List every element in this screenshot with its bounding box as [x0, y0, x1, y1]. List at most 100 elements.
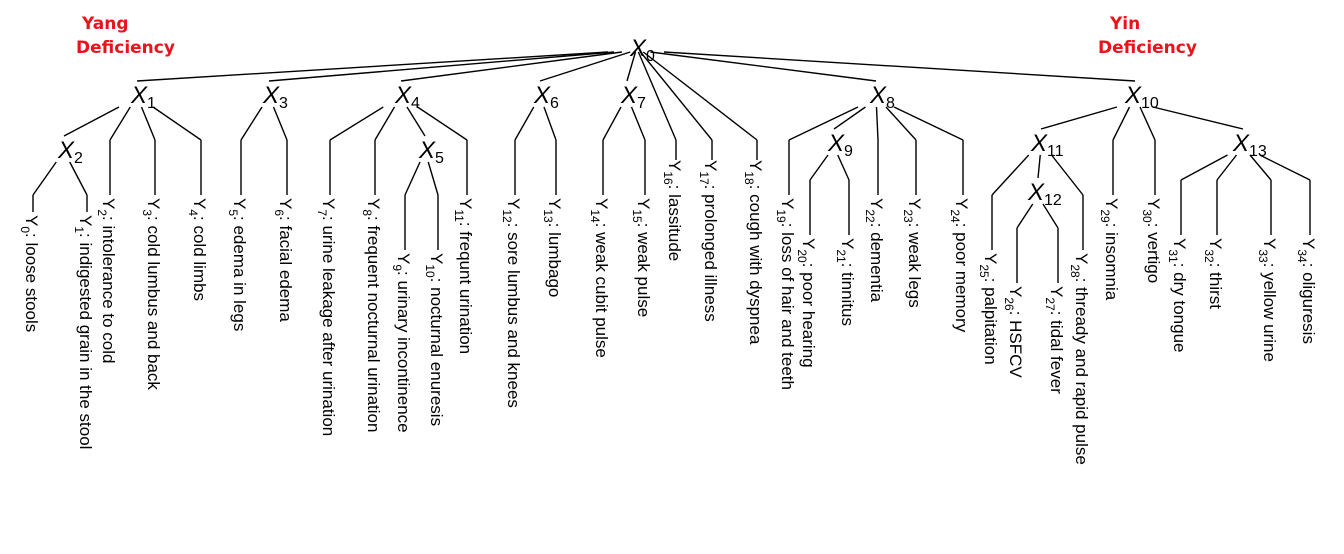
- edge-X8-Y19: [788, 106, 859, 141]
- symptom-Y3: Y3: cold lumbus and back: [140, 198, 163, 390]
- symptom-Y24: Y24: poor memory: [948, 198, 971, 333]
- edge-X0-X8: [650, 51, 877, 82]
- symptom-Y14: Y14: weak cubit pulse: [588, 198, 611, 358]
- latent-node-X11: X11: [1030, 130, 1064, 160]
- symptom-Y4: Y4: cold limbs: [186, 198, 209, 301]
- svg-text:Y11: frequnt urination: Y11: frequnt urination: [452, 198, 475, 354]
- edge-X5-Y9: [404, 161, 421, 196]
- symptom-Y15: Y15: weak pulse: [630, 198, 653, 317]
- svg-text:Y22: dementia: Y22: dementia: [863, 198, 886, 303]
- latent-node-X4: X4: [394, 82, 420, 112]
- latent-node-X1: X1: [130, 82, 156, 112]
- yin-deficiency-label: Yin Deficiency: [1098, 12, 1197, 60]
- symptom-Y32: Y32: thirst: [1202, 238, 1225, 309]
- symptom-Y5: Y5: edema in legs: [226, 198, 249, 331]
- latent-node-X9: X9: [827, 130, 853, 160]
- edge-X13-Y32: [1216, 154, 1238, 181]
- latent-node-X5: X5: [418, 137, 444, 167]
- edge-X9-Y20: [809, 154, 829, 181]
- svg-text:Y6: facial edema: Y6: facial edema: [272, 198, 295, 322]
- yang-deficiency-label: Yang Deficiency: [76, 12, 175, 60]
- edge-X10-X13: [1152, 106, 1244, 130]
- svg-text:Y25: palpitation: Y25: palpitation: [977, 253, 1000, 365]
- symptom-Y25: Y25: palpitation: [977, 253, 1000, 365]
- edge-X13-Y33: [1249, 154, 1272, 181]
- edge-X8-Y23: [885, 106, 917, 141]
- svg-text:Y33: yellow urine: Y33: yellow urine: [1256, 238, 1279, 362]
- edge-X7-Y14: [602, 106, 622, 141]
- symptom-Y34: Y34: oliguresis: [1295, 238, 1318, 344]
- svg-text:Y23: weak legs: Y23: weak legs: [901, 198, 924, 308]
- symptom-Y29: Y29: insomnia: [1098, 198, 1121, 301]
- edge-X12-Y26: [1016, 203, 1034, 229]
- symptom-Y23: Y23: weak legs: [901, 198, 924, 308]
- edge-X0-X4: [400, 51, 622, 82]
- svg-text:Y18: cough with dyspnea: Y18: cough with dyspnea: [742, 160, 765, 345]
- svg-text:Y28: thready and rapid pulse: Y28: thready and rapid pulse: [1068, 253, 1091, 465]
- svg-text:Y19: loss of hair and teeth: Y19: loss of hair and teeth: [774, 198, 797, 390]
- edge-X10-Y29: [1112, 106, 1131, 141]
- edge-X4-Y7: [329, 106, 384, 141]
- edge-X6-Y12: [514, 106, 535, 141]
- edge-X13-Y31: [1180, 154, 1228, 181]
- svg-text:Y27: tidal fever: Y27: tidal fever: [1043, 286, 1066, 394]
- latent-node-X6: X6: [533, 82, 559, 112]
- edge-X4-Y11: [417, 106, 468, 141]
- edges: [32, 51, 1311, 283]
- symptom-Y11: Y11: frequnt urination: [452, 198, 475, 354]
- symptom-Y6: Y6: facial edema: [272, 198, 295, 322]
- yin-label-line-1: Yin: [1110, 14, 1141, 34]
- svg-text:Y8: frequent nocturnal urinati: Y8: frequent nocturnal urination: [360, 198, 383, 432]
- edge-X8-X9: [833, 106, 866, 130]
- edge-X11-X12: [1037, 154, 1041, 179]
- symptom-Y13: Y13: lumbago: [541, 198, 564, 297]
- edge-X0-X1: [136, 51, 609, 82]
- edge-X13-Y34: [1259, 154, 1311, 181]
- symptom-Y26: Y26: HSFCV: [1002, 286, 1025, 378]
- edge-X12-Y27: [1042, 203, 1059, 229]
- svg-text:Y15: weak pulse: Y15: weak pulse: [630, 198, 653, 317]
- svg-text:Y17: prolonged illness: Y17: prolonged illness: [697, 160, 720, 322]
- symptom-Y30: Y30: vertigo: [1140, 198, 1163, 283]
- edge-X2-Y0: [32, 161, 57, 196]
- svg-text:Y20: poor hearing: Y20: poor hearing: [795, 238, 818, 368]
- svg-text:Y14: weak cubit pulse: Y14: weak cubit pulse: [588, 198, 611, 358]
- edge-X2-Y1: [69, 161, 88, 196]
- edge-X11-Y28: [1050, 154, 1084, 196]
- latent-node-X3: X3: [262, 82, 288, 112]
- svg-text:Y4: cold limbs: Y4: cold limbs: [186, 198, 209, 301]
- symptom-Y21: Y21: tinnitus: [834, 238, 857, 326]
- svg-text:Y7: urine leakage after urinat: Y7: urine leakage after urination: [315, 198, 338, 436]
- edge-X1-Y4: [152, 106, 202, 141]
- svg-text:Y9: urinary incontinence: Y9: urinary incontinence: [390, 253, 413, 433]
- symptom-Y28: Y28: thready and rapid pulse: [1068, 253, 1091, 465]
- svg-text:Y32: thirst: Y32: thirst: [1202, 238, 1225, 309]
- latent-node-X13: X13: [1232, 130, 1267, 160]
- symptom-Y17: Y17: prolonged illness: [697, 160, 720, 322]
- edge-X8-Y22: [875, 106, 879, 141]
- svg-text:Y34: oliguresis: Y34: oliguresis: [1295, 238, 1318, 344]
- edge-X10-X11: [1040, 106, 1118, 130]
- latent-node-X0: X0: [629, 35, 655, 65]
- symptom-Y7: Y7: urine leakage after urination: [315, 198, 338, 436]
- svg-text:Y10: nocturnal enuresis: Y10: nocturnal enuresis: [423, 253, 446, 426]
- yang-label-line-2: Deficiency: [76, 38, 175, 58]
- edge-X0-Y18: [642, 51, 758, 141]
- edge-X0-Y17: [640, 51, 713, 141]
- edge-X6-Y13: [543, 106, 557, 141]
- svg-text:Y30: vertigo: Y30: vertigo: [1140, 198, 1163, 283]
- edge-X0-X3: [268, 51, 615, 82]
- svg-text:Y2: intolerance to cold: Y2: intolerance to cold: [95, 198, 118, 363]
- latent-node-X10: X10: [1124, 82, 1159, 112]
- svg-text:Y5: edema in legs: Y5: edema in legs: [226, 198, 249, 331]
- edge-X1-Y3: [140, 106, 156, 141]
- latent-node-X2: X2: [57, 137, 83, 167]
- svg-text:Y0: loose stools: Y0: loose stools: [18, 215, 41, 332]
- svg-text:Y29: insomnia: Y29: insomnia: [1098, 198, 1121, 301]
- svg-text:Y16: lassitude: Y16: lassitude: [661, 160, 684, 261]
- symptom-Y12: Y12: sore lumbus and knees: [500, 198, 523, 408]
- symptom-Y27: Y27: tidal fever: [1043, 286, 1066, 394]
- symptom-Y0: Y0: loose stools: [18, 215, 41, 332]
